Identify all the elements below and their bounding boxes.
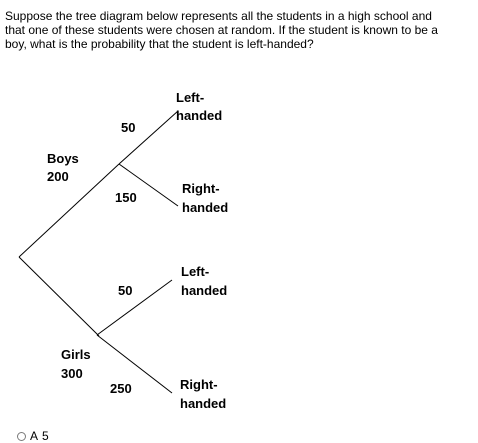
- girls-left-label-line2: handed: [181, 283, 227, 298]
- boys-label: Boys: [47, 151, 79, 166]
- girls-right-label-line1: Right-: [180, 377, 218, 392]
- girls-right-count: 250: [110, 381, 132, 396]
- answer-option-a[interactable]: A 5: [17, 429, 49, 443]
- boys-count: 200: [47, 169, 69, 184]
- answer-option-a-letter: A: [30, 429, 39, 443]
- girls-left-count: 50: [118, 283, 132, 298]
- girls-left-label-line1: Left-: [181, 264, 209, 279]
- branch-root-girls: [18, 256, 100, 337]
- boys-left-count: 50: [121, 120, 135, 135]
- girls-right-label-line2: handed: [180, 396, 226, 411]
- branch-boys-left: [118, 110, 179, 165]
- boys-left-label-line1: Left-: [176, 90, 204, 105]
- boys-left-label-line2: handed: [176, 108, 222, 123]
- boys-right-count: 150: [115, 190, 137, 205]
- branch-boys-right: [118, 163, 179, 207]
- girls-label: Girls: [61, 347, 91, 362]
- question-text: Suppose the tree diagram below represent…: [5, 9, 438, 51]
- boys-right-label-line1: Right-: [182, 181, 220, 196]
- girls-count: 300: [61, 366, 83, 381]
- boys-right-label-line2: handed: [182, 200, 228, 215]
- branch-root-boys: [18, 163, 120, 258]
- tree-diagram: Boys 200 Girls 300 50 150 50 250 Left- h…: [18, 90, 228, 411]
- answer-option-a-text: 5: [42, 429, 49, 443]
- branch-girls-left: [96, 279, 173, 336]
- answer-option-a-radio[interactable]: [17, 431, 26, 441]
- branch-girls-right: [96, 334, 173, 394]
